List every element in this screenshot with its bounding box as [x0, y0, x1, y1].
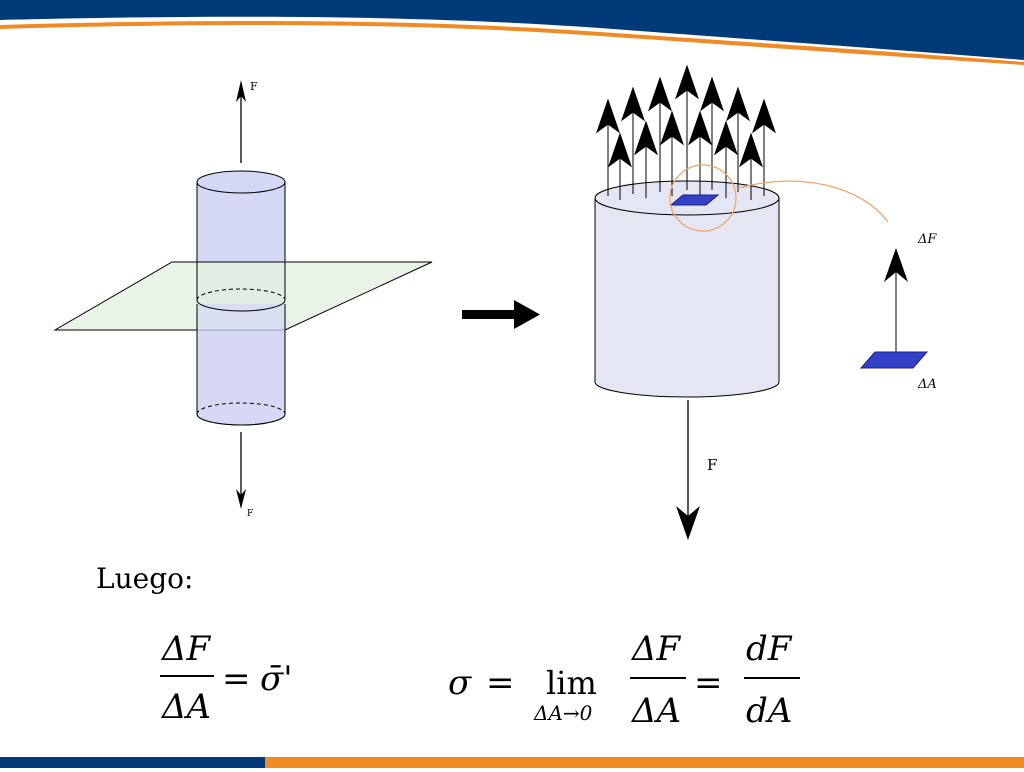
right-force-label-bottom: F — [707, 456, 717, 474]
left-cylinder-bottom-back — [196, 402, 286, 415]
eq-right-frac2-numerator: dF — [746, 629, 793, 669]
left-diagram: F F — [53, 80, 433, 519]
highlight-connector — [737, 180, 889, 223]
luego-text: Luego: — [96, 562, 193, 595]
left-cylinder-top — [196, 170, 286, 194]
eq-left-result: σ̄' — [260, 659, 293, 699]
eq-right-equals-1: = — [486, 663, 515, 703]
left-cylinder-lower-front — [196, 304, 286, 426]
eq-right-equals-2: = — [694, 663, 723, 703]
left-cylinder-upper-front — [196, 182, 286, 300]
top-banner — [0, 0, 1024, 65]
left-force-label-top: F — [250, 80, 258, 93]
eq-left-denominator: ΔA — [160, 687, 211, 727]
delta-f-label: ΔF — [917, 232, 937, 247]
eq-right-frac2-denominator: dA — [746, 691, 792, 731]
left-force-arrowhead-top — [236, 80, 246, 102]
right-force-arrowhead-bottom — [676, 506, 700, 540]
banner-orange-stripe — [0, 20, 1024, 65]
bottom-bar-blue — [0, 757, 265, 768]
area-patch-on-cylinder — [669, 194, 720, 206]
left-force-label-bottom: F — [247, 509, 253, 519]
banner-white-stripe — [0, 16, 1024, 65]
equation-right: σ = lim ΔA→0 ΔF ΔA = dF dA — [448, 629, 800, 731]
left-cylinder-section-front — [196, 299, 286, 312]
eq-right-lim: lim — [546, 664, 597, 702]
eq-right-frac1-denominator: ΔA — [630, 691, 681, 731]
bottom-bar — [0, 757, 1024, 768]
equation-left: ΔF ΔA = σ̄' — [160, 629, 293, 727]
eq-left-numerator: ΔF — [160, 629, 212, 669]
right-diagram: F ΔF ΔA — [594, 64, 937, 540]
delta-a-label: ΔA — [917, 377, 937, 392]
bottom-bar-orange — [265, 757, 1024, 768]
banner-blue-band — [0, 0, 1024, 62]
left-cylinder-section-back — [196, 288, 286, 301]
detail-force-arrowhead — [884, 248, 908, 282]
eq-right-frac1-numerator: ΔF — [630, 629, 682, 669]
highlight-circle — [669, 164, 737, 232]
eq-right-lim-subscript: ΔA→0 — [533, 701, 593, 725]
left-force-arrowhead-bottom — [236, 489, 246, 509]
stress-arrows — [596, 64, 776, 200]
right-cylinder-body — [594, 197, 780, 398]
eq-left-equals: = — [222, 659, 251, 699]
detail-area-patch — [859, 351, 929, 369]
transition-arrow — [462, 300, 540, 329]
eq-right-sigma: σ — [448, 663, 472, 703]
